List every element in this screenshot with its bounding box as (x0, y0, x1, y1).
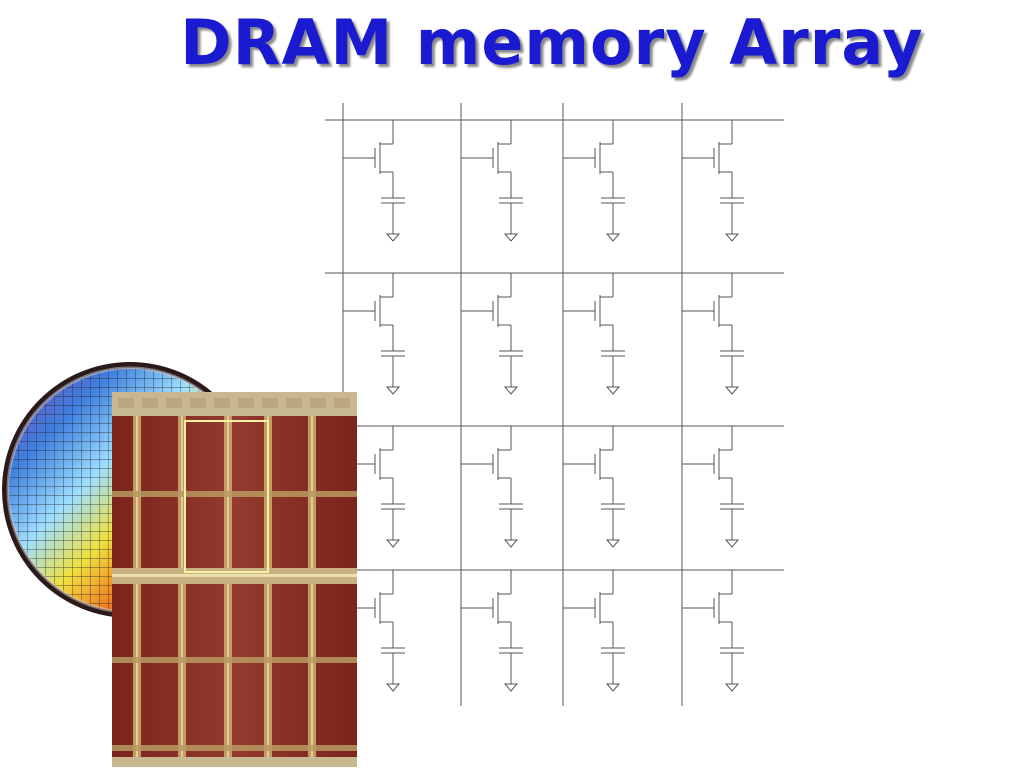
ground-icon (385, 386, 401, 395)
memory-cell (343, 120, 405, 242)
ground-icon (724, 539, 740, 548)
ground-icon (503, 683, 519, 692)
slide-title: DRAM memory Array (180, 6, 924, 79)
ground-icon (724, 386, 740, 395)
memory-cell (461, 120, 523, 242)
memory-cell (461, 426, 523, 548)
memory-cell (563, 273, 625, 395)
ground-icon (724, 683, 740, 692)
ground-icon (724, 233, 740, 242)
memory-cell (461, 570, 523, 692)
ground-icon (385, 233, 401, 242)
ground-icon (503, 386, 519, 395)
memory-cell (461, 273, 523, 395)
ground-icon (605, 386, 621, 395)
dram-die-micrograph (112, 392, 357, 767)
dram-cell-array-schematic (325, 103, 784, 706)
memory-cell (682, 273, 744, 395)
ground-icon (605, 539, 621, 548)
memory-cell (563, 426, 625, 548)
memory-cell (682, 570, 744, 692)
memory-cell (343, 570, 405, 692)
memory-cell (563, 570, 625, 692)
ground-icon (385, 539, 401, 548)
memory-cell (563, 120, 625, 242)
ground-icon (385, 683, 401, 692)
memory-cell (682, 120, 744, 242)
memory-cell (343, 273, 405, 395)
memory-cell (682, 426, 744, 548)
ground-icon (605, 233, 621, 242)
ground-icon (605, 683, 621, 692)
ground-icon (503, 539, 519, 548)
ground-icon (503, 233, 519, 242)
highlight-box (184, 420, 269, 573)
memory-cell (343, 426, 405, 548)
